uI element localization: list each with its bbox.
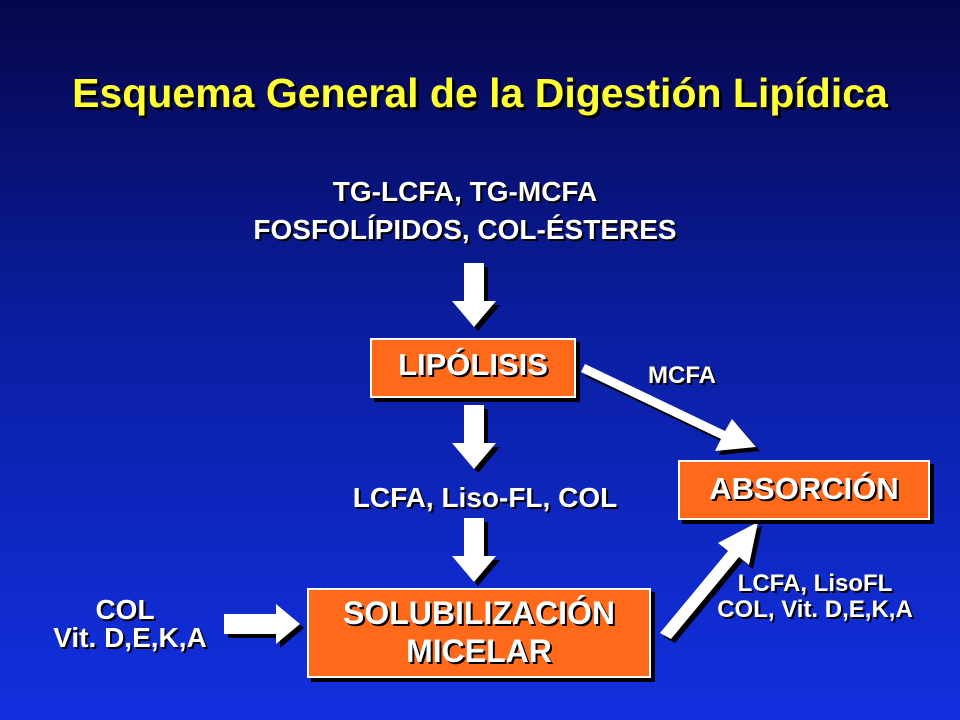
arrow-solubilizacion-to-absorcion	[660, 522, 762, 643]
micelle-products-line1: LCFA, LisoFL	[737, 570, 893, 597]
input-substrates-line1: TG-LCFA, TG-MCFA	[332, 176, 598, 207]
page-title: Esquema General de la Digestión Lipídica	[72, 70, 888, 116]
arrow-col-to-solubilizacion	[224, 604, 304, 648]
input-substrates-line2: FOSFOLÍPIDOS, COL-ÉSTERES	[253, 214, 677, 245]
col-input-line1: COL	[95, 594, 155, 625]
solubilizacion-label-line2: MICELAR	[406, 633, 552, 669]
micelle-products-line2: COL, Vit. D,E,K,A	[717, 596, 913, 623]
arrow-inputs-to-lipolisis	[452, 263, 500, 331]
absorcion-label: ABSORCIÓN	[709, 471, 899, 506]
arrow-lipolisis-to-products	[452, 405, 500, 473]
lipolisis-label: LIPÓLISIS	[398, 347, 548, 382]
lipolysis-products-label: LCFA, Liso-FL, COL	[352, 482, 618, 513]
solubilizacion-box: SOLUBILIZACIÓN MICELAR	[307, 588, 651, 678]
arrow-lipolisis-to-absorcion	[581, 364, 760, 455]
lipolisis-box: LIPÓLISIS	[370, 338, 576, 398]
solubilizacion-label-line1: SOLUBILIZACIÓN	[343, 595, 615, 631]
mcfa-label: MCFA	[648, 362, 716, 389]
arrow-products-to-solubilizacion	[452, 518, 500, 586]
col-input-line2: Vit. D,E,K,A	[53, 622, 207, 653]
absorcion-box: ABSORCIÓN	[678, 460, 930, 520]
